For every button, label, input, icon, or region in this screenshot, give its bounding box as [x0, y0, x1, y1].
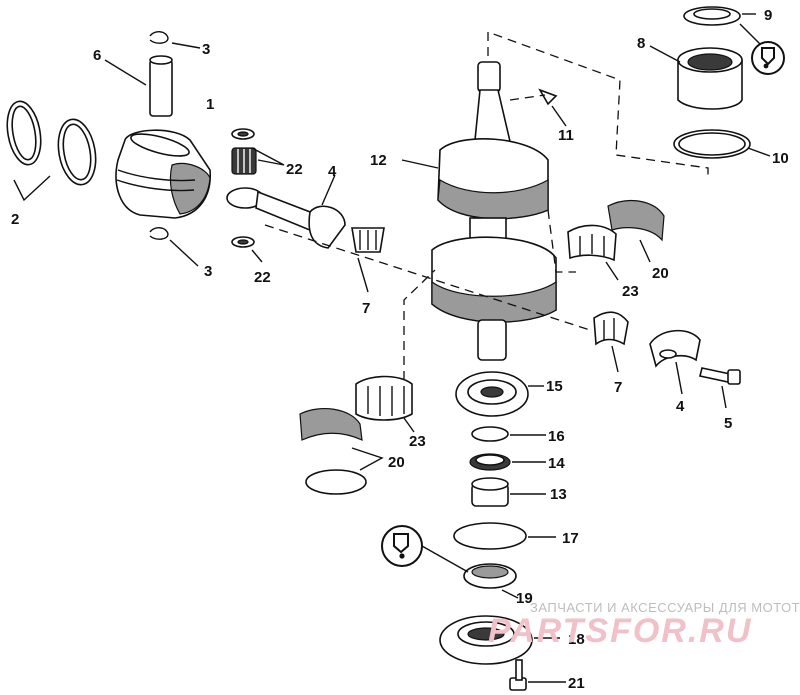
race-20-left [299, 407, 367, 495]
watermark-text: ЗАПЧАСТИ И АКСЕССУАРЫ ДЛЯ МОТОТЕХНИКИ [530, 600, 800, 615]
needle-bearing-22 [231, 128, 257, 248]
label-22-bottom: 22 [254, 269, 271, 286]
label-8: 8 [637, 35, 645, 52]
race-20-right [607, 199, 665, 242]
o-ring-17 [453, 522, 527, 550]
label-1: 1 [206, 96, 214, 113]
bearing-cage-7-left [351, 227, 385, 253]
watermark-logo: PARTSFOR.RU [488, 612, 752, 650]
label-13: 13 [550, 486, 567, 503]
label-18: 18 [568, 631, 585, 648]
label-21: 21 [568, 675, 585, 692]
label-5: 5 [724, 415, 732, 432]
label-22-top: 22 [286, 161, 303, 178]
label-16: 16 [548, 428, 565, 445]
clip-top [149, 31, 169, 44]
connecting-rod [226, 187, 346, 249]
watermark: ЗАПЧАСТИ И АКСЕССУАРЫ ДЛЯ МОТОТЕХНИКИ PA… [488, 600, 800, 650]
key [538, 88, 558, 106]
retainer-18 [439, 615, 533, 665]
ball-bearing-15 [455, 371, 529, 417]
label-10: 10 [772, 150, 789, 167]
rod-cap-4-right [649, 329, 701, 368]
label-9: 9 [764, 7, 772, 24]
roller-bearing-8 [677, 47, 743, 110]
label-20-left: 20 [388, 454, 405, 471]
label-15: 15 [546, 378, 563, 395]
label-7-right: 7 [614, 379, 622, 396]
piston [115, 129, 211, 219]
label-7-left: 7 [362, 300, 370, 317]
label-11: 11 [558, 127, 574, 144]
assembly-dash-lines [264, 31, 709, 380]
piston-rings [6, 100, 97, 186]
label-17: 17 [562, 530, 579, 547]
label-12: 12 [370, 152, 387, 169]
clip-bottom [149, 227, 169, 240]
label-4-right: 4 [676, 398, 685, 415]
label-14: 14 [548, 455, 565, 472]
label-3-top: 3 [202, 41, 210, 58]
bearing-cage-23-left [355, 375, 413, 421]
bearing-cage-7-right [593, 311, 629, 346]
snap-ring-16 [471, 426, 509, 442]
wrist-pin [149, 55, 173, 117]
label-20-right: 20 [652, 265, 669, 282]
bearing-cage-23-right [567, 224, 617, 262]
label-4-left: 4 [328, 163, 337, 180]
washer-9 [683, 6, 741, 26]
lubricant-icon [751, 41, 785, 75]
screw-5 [699, 367, 741, 385]
crankshaft [431, 61, 557, 361]
label-3-bottom: 3 [204, 263, 212, 280]
label-19: 19 [516, 590, 533, 607]
label-2: 2 [11, 211, 19, 228]
sleeve-13 [471, 477, 509, 507]
bolt-21 [509, 659, 527, 691]
ring-10 [673, 129, 751, 159]
label-6: 6 [93, 47, 101, 64]
label-23-left: 23 [409, 433, 426, 450]
seal-14 [469, 453, 511, 471]
seal-19 [463, 563, 517, 589]
label-23-right: 23 [622, 283, 639, 300]
lubricant-icon [381, 525, 423, 567]
callout-labels: 1 2 3 3 4 4 5 6 7 7 8 9 10 11 12 13 14 1… [11, 7, 789, 692]
